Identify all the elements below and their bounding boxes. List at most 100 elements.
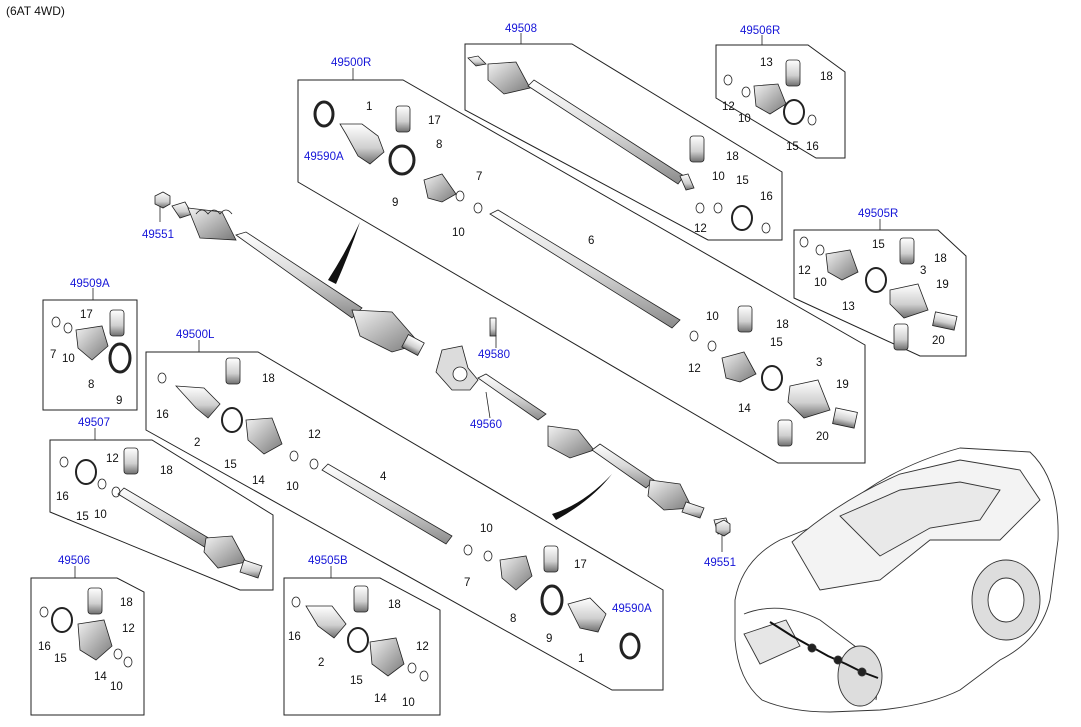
item-label: 15 [770,337,783,349]
item-label: 7 [476,171,482,183]
code-49505R: 49505R [858,208,898,220]
panel-49500L [145,351,664,691]
ring-15-b [761,365,783,391]
nut-49551-left [154,191,171,209]
vehicle-illustration [734,447,1059,713]
item-label: 13 [760,57,773,69]
housing-3-a [787,379,831,419]
center-bearing-bracket [435,317,547,421]
item-label: 19 [936,279,949,291]
components [39,59,958,682]
item-label: 12 [122,623,135,635]
code-49551-left: 49551 [142,229,174,241]
item-label: 13 [842,301,855,313]
main-drive-shaft-right [171,201,425,356]
item-label: 18 [726,151,739,163]
item-label: 7 [50,349,56,361]
ring-7-top [473,202,483,214]
item-label: 10 [814,277,827,289]
ring-10-top [455,190,465,202]
code-49560: 49560 [470,419,502,431]
ring-49590A-top [313,100,335,128]
code-49509A: 49509A [70,278,110,290]
item-label: 18 [820,71,833,83]
item-label: 12 [308,429,321,441]
item-label: 12 [106,453,119,465]
nut-49551-right [715,519,731,537]
item-label: 9 [392,197,398,209]
leader-lines [74,33,881,578]
shaft-6 [489,209,681,329]
shaft-49507 [117,487,263,579]
item-label: 10 [712,171,725,183]
item-label: 10 [286,481,299,493]
item-label: 16 [760,191,773,203]
ring-16-a [761,222,771,234]
item-label: 14 [94,671,107,683]
item-label: 10 [706,311,719,323]
assembly-code-labels: 49500R 49508 49506R 49505R 49509A 49500L… [58,23,898,615]
item-label: 18 [776,319,789,331]
item-label: 16 [156,409,169,421]
item-label: 15 [224,459,237,471]
item-label: 10 [452,227,465,239]
item-label: 18 [120,597,133,609]
ring-12-a [695,202,705,214]
code-49500L: 49500L [176,329,215,341]
item-label: 10 [62,353,75,365]
code-49508: 49508 [505,23,537,35]
code-49551-right: 49551 [704,557,736,569]
item-label: 18 [388,599,401,611]
code-49507: 49507 [78,417,110,429]
item-label: 8 [436,139,442,151]
bottle-20-a [777,419,793,447]
item-label: 18 [934,253,947,265]
code-49506R: 49506R [740,25,780,37]
item-label: 1 [366,101,372,113]
code-49505B: 49505B [308,555,348,567]
item-label: 14 [374,693,387,705]
bottle-18-a [689,135,705,163]
panel-49505B [283,577,441,716]
bottle-18-b [737,305,753,333]
item-number-labels: 1 17 8 7 9 10 18 10 15 16 12 6 10 12 18 … [38,57,949,709]
boot-14-a [721,351,757,383]
item-label: 4 [380,471,387,483]
item-label: 15 [54,653,67,665]
item-label: 3 [920,265,926,277]
item-label: 10 [480,523,493,535]
item-label: 15 [786,141,799,153]
item-label: 20 [932,335,945,347]
panel-49507 [49,439,274,591]
item-label: 10 [110,681,123,693]
shaft-4 [321,463,453,545]
item-label: 14 [252,475,265,487]
shaft-49508 [467,55,695,191]
item-label: 10 [738,113,751,125]
panel-49509A [42,299,138,411]
item-label: 12 [798,265,811,277]
item-label: 17 [428,115,441,127]
item-label: 2 [194,437,200,449]
panel-49505R [793,229,967,357]
ring-10-a [713,202,723,214]
item-label: 16 [806,141,819,153]
item-label: 19 [836,379,849,391]
variant-label: (6AT 4WD) [6,4,65,18]
item-label: 18 [262,373,275,385]
item-label: 15 [872,239,885,251]
pointer-arrows [328,222,612,520]
item-label: 14 [738,403,751,415]
panel-49500R [297,79,866,464]
item-label: 16 [38,641,51,653]
item-label: 15 [76,511,89,523]
item-label: 8 [510,613,516,625]
panel-outlines [30,43,967,716]
item-label: 6 [588,235,594,247]
ring-10-b [707,340,717,352]
item-label: 12 [722,101,735,113]
item-label: 7 [464,577,470,589]
item-label: 16 [288,631,301,643]
panel-49506R [715,44,846,159]
